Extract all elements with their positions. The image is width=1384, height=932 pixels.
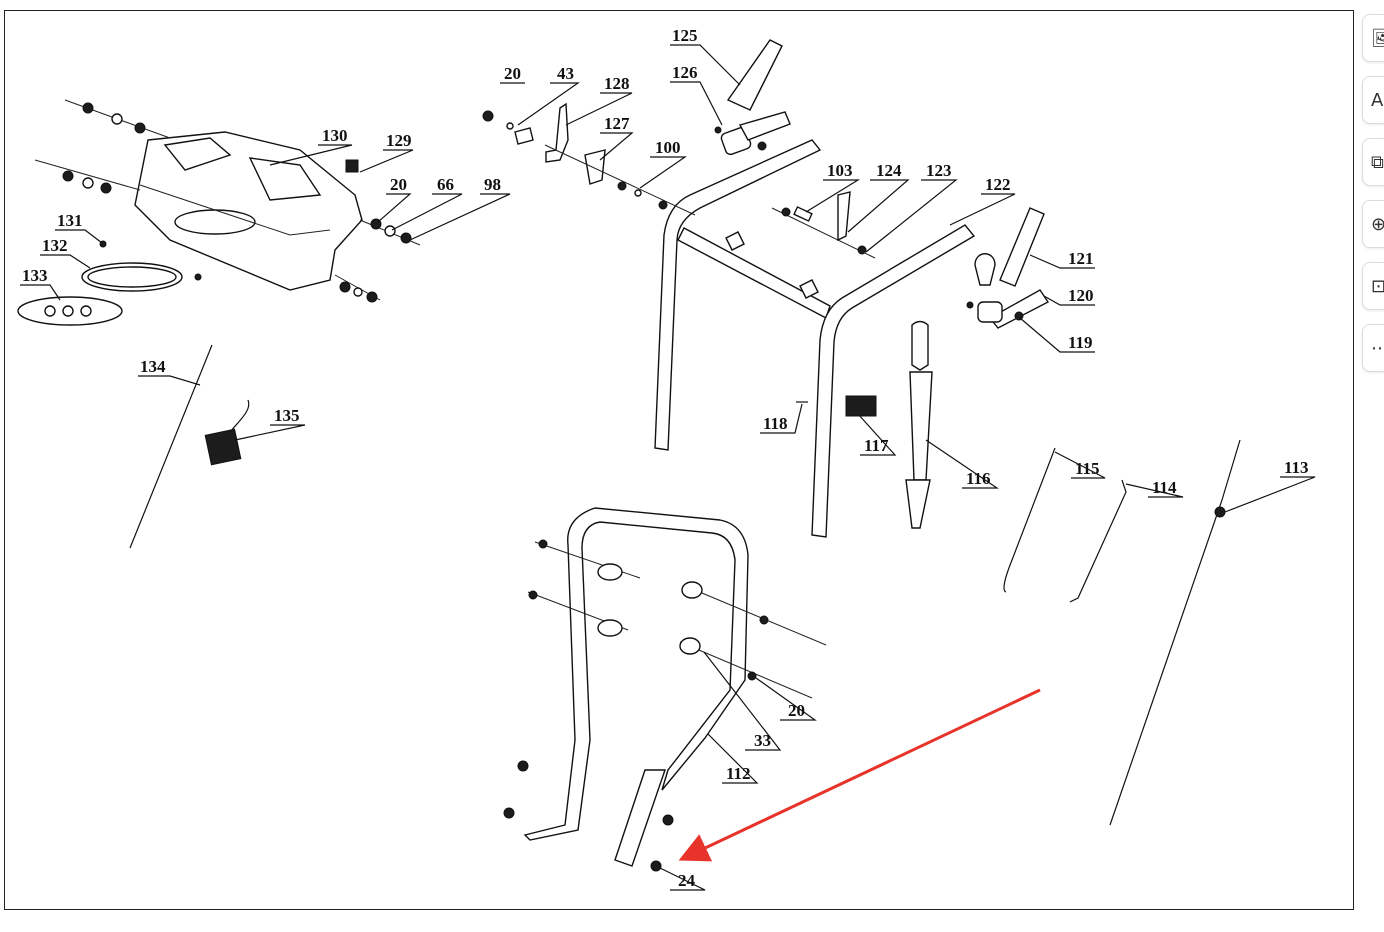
- screenshot-icon[interactable]: ⊡: [1362, 262, 1384, 310]
- leader-lines: [20, 44, 1316, 891]
- label-122: 122: [985, 175, 1011, 194]
- label-134: 134: [140, 357, 166, 376]
- nameplate-parts: [17, 240, 202, 326]
- dashboard-housing-part: [34, 99, 421, 303]
- label-120: 120: [1068, 286, 1094, 305]
- sensor-part: [204, 399, 250, 466]
- bracket-part: [845, 395, 877, 417]
- label-24: 24: [678, 871, 696, 890]
- label-118: 118: [763, 414, 788, 433]
- label-103: 103: [827, 161, 853, 180]
- label-20-c: 20: [788, 701, 805, 720]
- label-119: 119: [1068, 333, 1093, 352]
- label-43: 43: [557, 64, 574, 83]
- label-133: 133: [22, 266, 48, 285]
- label-117: 117: [864, 436, 889, 455]
- label-20-b: 20: [390, 175, 407, 194]
- label-132: 132: [42, 236, 68, 255]
- label-135: 135: [274, 406, 300, 425]
- label-123: 123: [926, 161, 952, 180]
- label-100: 100: [655, 138, 681, 157]
- label-129: 129: [386, 131, 412, 150]
- switch-part: [345, 159, 359, 173]
- label-131: 131: [57, 211, 83, 230]
- label-114: 114: [1152, 478, 1177, 497]
- cable-parts: [1003, 439, 1241, 826]
- lever-parts: [771, 191, 876, 259]
- more-icon[interactable]: ⋯: [1362, 324, 1384, 372]
- label-112: 112: [726, 764, 751, 783]
- label-121: 121: [1068, 249, 1094, 268]
- label-130: 130: [322, 126, 348, 145]
- label-113: 113: [1284, 458, 1309, 477]
- label-128: 128: [604, 74, 630, 93]
- label-116: 116: [966, 469, 991, 488]
- label-127: 127: [604, 114, 630, 133]
- highlight-arrow: [678, 688, 1041, 862]
- right-toolbar: 🖼 A ⧉ ⊕ ⊡ ⋯: [1362, 14, 1384, 386]
- zoom-in-icon[interactable]: ⊕: [1362, 200, 1384, 248]
- text-icon[interactable]: A: [1362, 76, 1384, 124]
- lower-handle-frame: [503, 507, 827, 872]
- label-125: 125: [672, 26, 698, 45]
- handle-grip-parts: [714, 39, 1050, 329]
- shifter-parts: [482, 102, 696, 216]
- label-66: 66: [437, 175, 454, 194]
- label-20-a: 20: [504, 64, 521, 83]
- rod-part: [129, 344, 213, 549]
- image-icon[interactable]: 🖼: [1362, 14, 1384, 62]
- chute-lever-part: [905, 320, 933, 529]
- crop-icon[interactable]: ⧉: [1362, 138, 1384, 186]
- part-number-labels: 125 126 20 43 128 127 100 130 129 20 66 …: [22, 26, 1309, 890]
- upper-handle-frame: [654, 139, 976, 538]
- label-33: 33: [754, 731, 771, 750]
- label-115: 115: [1075, 459, 1100, 478]
- label-126: 126: [672, 63, 698, 82]
- label-98: 98: [484, 175, 501, 194]
- label-124: 124: [876, 161, 902, 180]
